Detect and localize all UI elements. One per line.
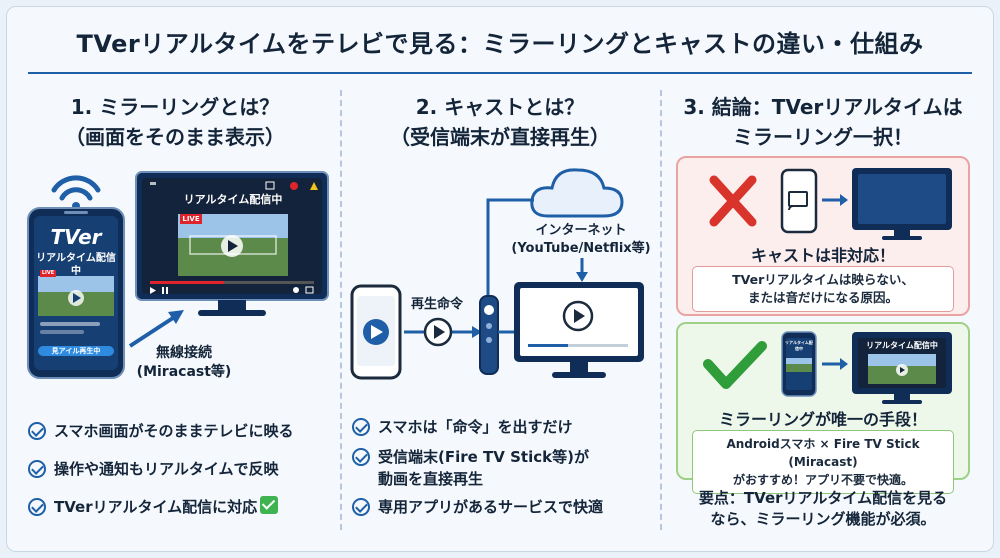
mirroring-only-illustration [703,331,952,404]
play-command-arrow [404,317,482,347]
mirroring-heading: 1. ミラーリングとは？ （画面をそのまま表示） [20,92,330,152]
internet-label: インターネット (YouTube/Netflix等) [508,222,654,258]
mirror-tv-icon [852,332,952,404]
check-circle-icon [352,498,370,516]
cast-bullet-1: スマホは「命令」を出すだけ [352,416,573,438]
cast-bullet-2: 受信端末(Fire TV Stick等)が 動画を直接再生 [352,446,589,490]
wireless-connection-label: 無線接続 (Miracast等) [128,344,240,382]
cast-unsupported-title: キャストは非対応！ [750,246,895,265]
mirroring-illustration [27,171,329,379]
mirror-tv-caption: リアルタイム配信中 [866,341,938,350]
cast-phone-small-icon [780,168,818,234]
mirroring-heading-line1: 1. ミラーリングとは？ [70,95,280,119]
key-point: 要点：TVerリアルタイム配信を見る なら、ミラーリング機能が必須。 [698,489,948,528]
cast-illustration [350,168,644,380]
mirroring-only-title: ミラーリングが唯一の手段！ [718,410,927,429]
conclusion-heading: 3. 結論：TVerリアルタイムは ミラーリング一択！ [664,92,982,152]
check-circle-icon [352,448,370,466]
wireless-arrow [128,310,184,348]
mirroring-only-panel: リアルタイム配信中 リアルタイム配信中 ミラーリングが唯一の手段！ Androi… [676,322,970,494]
tv-live-badge: LIVE [180,214,202,224]
cast-unsupported-illustration [709,168,952,240]
conclusion-heading-line1: 3. 結論：TVerリアルタイムは [683,95,963,119]
check-circle-icon [28,498,46,516]
conclusion-heading-line2: ミラーリング一択！ [733,125,913,149]
internet-line1: インターネット [535,223,627,238]
check-circle-icon [352,418,370,436]
mirroring-bullet-3: TVerリアルタイム配信に対応 [28,496,279,518]
blank-tv-icon [852,168,952,240]
column-divider-2 [660,90,662,530]
column-divider-1 [340,90,342,530]
cast-heading-line2: （受信端末が直接再生） [390,125,610,149]
mirroring-heading-line2: （画面をそのまま表示） [65,125,285,149]
green-check-icon [260,496,279,514]
check-circle-icon [28,422,46,440]
checkmark-icon [703,341,767,389]
phone-live-badge: LIVE [41,270,55,276]
mirror-phone-small-icon [781,331,817,397]
connection-line1: 無線接続 [156,345,212,361]
mirroring-only-note: Androidスマホ × Fire TV Stick (Miracast) がお… [692,430,954,494]
cast-phone-icon [350,284,402,380]
check-circle-icon [28,460,46,478]
television-icon [135,171,329,316]
mirror-phone-caption: リアルタイム配信中 [785,340,813,351]
phone-play-button: 見アイル再生中 [51,347,101,355]
cast-heading: 2. キャストとは？ （受信端末が直接再生） [345,92,655,152]
page-title: TVerリアルタイムをテレビで見る：ミラーリングとキャストの違い・仕組み [76,30,924,58]
connection-line2: (Miracast等) [136,364,232,380]
cast-heading-line1: 2. キャストとは？ [415,95,585,119]
mirroring-bullet-2: 操作や通知もリアルタイムで反映 [28,458,279,480]
cast-bullet-3: 専用アプリがあるサービスで快適 [352,496,603,518]
stream-down-arrow [576,258,588,282]
title-divider [28,72,972,74]
mirroring-bullet-1: スマホ画面がそのままテレビに映る [28,420,294,442]
internet-line2: (YouTube/Netflix等) [511,241,651,256]
fire-tv-stick-icon [479,295,499,375]
tv-caption: リアルタイム配信中 [183,193,283,206]
arrow-right-icon [822,194,848,206]
smartphone-icon [27,207,125,379]
cast-unsupported-note: TVerリアルタイムは映らない、 または音だけになる原因。 [692,266,954,312]
arrow-right-icon [822,358,848,370]
phone-caption: リアルタイム配信中 [36,253,116,277]
play-command-label: 再生命令 [410,297,463,312]
cast-tv-icon [514,282,644,378]
phone-logo: TVer [50,225,102,249]
cloud-icon [530,168,624,218]
cross-icon [709,175,757,227]
cloud-link-line [486,198,534,296]
cast-unsupported-panel: キャストは非対応！ TVerリアルタイムは映らない、 または音だけになる原因。 [676,156,970,316]
